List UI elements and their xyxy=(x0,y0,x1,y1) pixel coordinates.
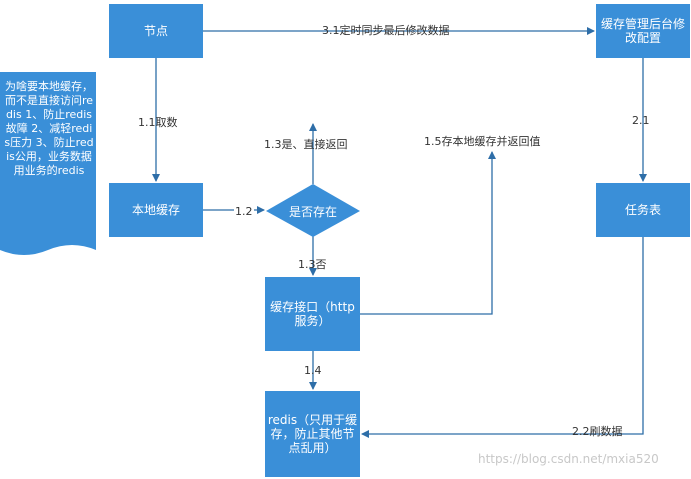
watermark: https://blog.csdn.net/mxia520 xyxy=(478,452,659,466)
edge-2-1-label: 2.1 xyxy=(632,114,650,127)
edge-1-5-line xyxy=(360,151,496,315)
task-table-box: 任务表 xyxy=(596,183,690,237)
edge-1-3-no-label: 1.3否 xyxy=(298,258,327,271)
cache-mgmt-box: 缓存管理后台修改配置 xyxy=(596,4,690,58)
redis-label: redis（只用于缓存，防止其他节点乱用） xyxy=(267,413,358,455)
edge-3-1-label: 3.1定时同步最后修改数据 xyxy=(322,24,450,37)
cache-api-box: 缓存接口（http服务） xyxy=(265,277,360,351)
edge-1-3-yes-label: 1.3是、直接返回 xyxy=(264,138,348,151)
redis-box: redis（只用于缓存，防止其他节点乱用） xyxy=(265,391,360,477)
note-shape xyxy=(0,72,96,255)
edge-1-1-label: 1.1取数 xyxy=(138,116,178,129)
decision-label: 是否存在 xyxy=(288,204,337,219)
local-cache-label: 本地缓存 xyxy=(131,203,180,217)
edge-2-2-label: 2.2刷数据 xyxy=(572,425,623,438)
cache-mgmt-label: 缓存管理后台修改配置 xyxy=(600,17,685,45)
decision-diamond xyxy=(266,184,360,237)
node-box: 节点 xyxy=(109,4,203,58)
cache-api-label: 缓存接口（http服务） xyxy=(270,300,355,328)
edge-1-5-label: 1.5存本地缓存并返回值 xyxy=(424,135,541,148)
task-table-label: 任务表 xyxy=(624,203,661,217)
note-text: 为啥要本地缓存，而不是直接访问redis 1、防止redis故障 2、减轻red… xyxy=(4,80,94,177)
edge-1-4-label: 1.4 xyxy=(304,364,322,377)
node-label: 节点 xyxy=(143,24,168,38)
edge-2-2-line xyxy=(361,237,644,438)
local-cache-box: 本地缓存 xyxy=(109,183,203,237)
edge-1-2-label: 1.2 xyxy=(234,205,254,218)
